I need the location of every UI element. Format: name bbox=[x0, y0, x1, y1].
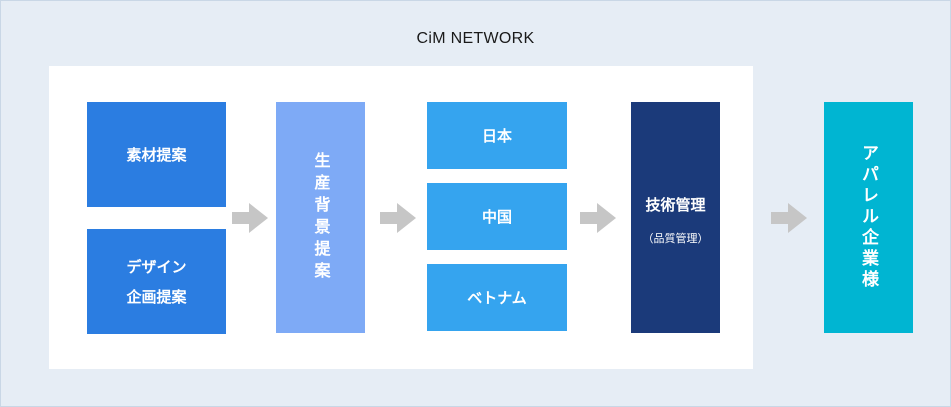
japan-label: 日本 bbox=[481, 126, 512, 145]
arrow-right-icon bbox=[380, 203, 416, 233]
japan-box: 日本 bbox=[427, 102, 567, 169]
technical-management-box: 技術管理 （品質管理） bbox=[631, 102, 720, 333]
technical-management-label: 技術管理 bbox=[645, 195, 706, 214]
arrow-right-icon bbox=[232, 203, 268, 233]
quality-management-label: （品質管理） bbox=[642, 231, 709, 245]
design-proposal-box: デザイン 企画提案 bbox=[87, 229, 226, 334]
apparel-companies-label: アパレル企業様 bbox=[858, 144, 878, 291]
china-label: 中国 bbox=[481, 207, 512, 226]
design-proposal-label-line1: デザイン bbox=[126, 257, 187, 276]
production-proposal-label: 生産背景提案 bbox=[311, 151, 331, 284]
china-box: 中国 bbox=[427, 183, 567, 250]
material-proposal-label: 素材提案 bbox=[126, 145, 187, 164]
arrow-right-icon bbox=[580, 203, 616, 233]
vietnam-box: ベトナム bbox=[427, 264, 567, 331]
vietnam-label: ベトナム bbox=[467, 288, 527, 307]
production-proposal-box: 生産背景提案 bbox=[276, 102, 365, 333]
arrow-right-icon bbox=[771, 203, 807, 233]
apparel-companies-box: アパレル企業様 bbox=[824, 102, 913, 333]
design-proposal-label-line2: 企画提案 bbox=[126, 287, 187, 306]
diagram-title: CiM NETWORK bbox=[416, 30, 535, 47]
material-proposal-box: 素材提案 bbox=[87, 102, 226, 207]
